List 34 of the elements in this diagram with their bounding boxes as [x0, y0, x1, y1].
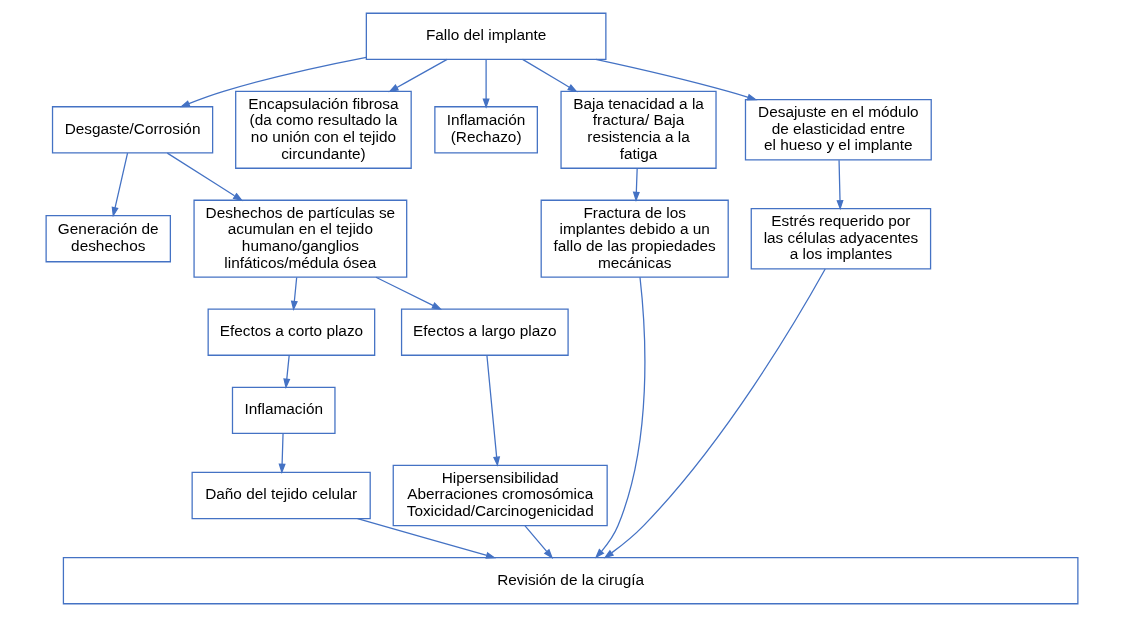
node-box: Revisión de la cirugía	[62, 557, 1079, 605]
node-box: Efectos a corto plazo	[207, 308, 375, 356]
arrow	[485, 354, 500, 467]
node-box: Baja tenacidad a la fractura/ Baja resistencia a la fatiga	[559, 90, 717, 169]
arrow	[387, 58, 448, 93]
arrow	[632, 167, 640, 202]
node-box: Efectos a largo plazo	[400, 308, 569, 356]
node-box: Desgaste/Corrosión	[51, 106, 213, 154]
arrow	[374, 276, 442, 310]
arrow	[594, 58, 757, 101]
node-box: Daño del tejido celular	[191, 471, 371, 520]
arrow	[482, 58, 490, 109]
arrow	[594, 276, 645, 559]
node-box: Generación de deshechos	[45, 215, 171, 263]
arrow	[111, 152, 128, 218]
arrow	[278, 433, 286, 474]
node-box: Hipersensibilidad Aberraciones cromosómica Toxicidad/Carcinogenicidad	[392, 464, 608, 527]
node-box: Inflamación	[231, 386, 336, 435]
node-box: Deshechos de partículas se acumulan en el tejido humano/ganglios linfáticos/médula ósea	[192, 199, 407, 278]
node-box: Estrés requerido por las células adyacentes a los implantes	[750, 207, 931, 270]
node-box: Fallo del implante	[365, 12, 606, 60]
arrow	[166, 152, 243, 202]
arrow	[835, 159, 844, 211]
node-box: Inflamación (Rechazo)	[433, 106, 538, 154]
arrow	[523, 525, 553, 559]
node-box: Fractura de los implantes debido a un fallo de las propiedades mecánicas	[540, 199, 729, 278]
arrow	[603, 268, 826, 559]
arrow	[179, 56, 367, 108]
arrow	[290, 276, 298, 312]
node-box: Encapsulación fibrosa (da como resultado la no unión con el tejido circundante)	[234, 90, 412, 169]
arrow	[356, 517, 496, 559]
node-box: Desajuste en el módulo de elasticidad entre el hueso y el implante	[744, 99, 932, 161]
arrow	[282, 354, 290, 389]
arrow	[521, 58, 578, 93]
